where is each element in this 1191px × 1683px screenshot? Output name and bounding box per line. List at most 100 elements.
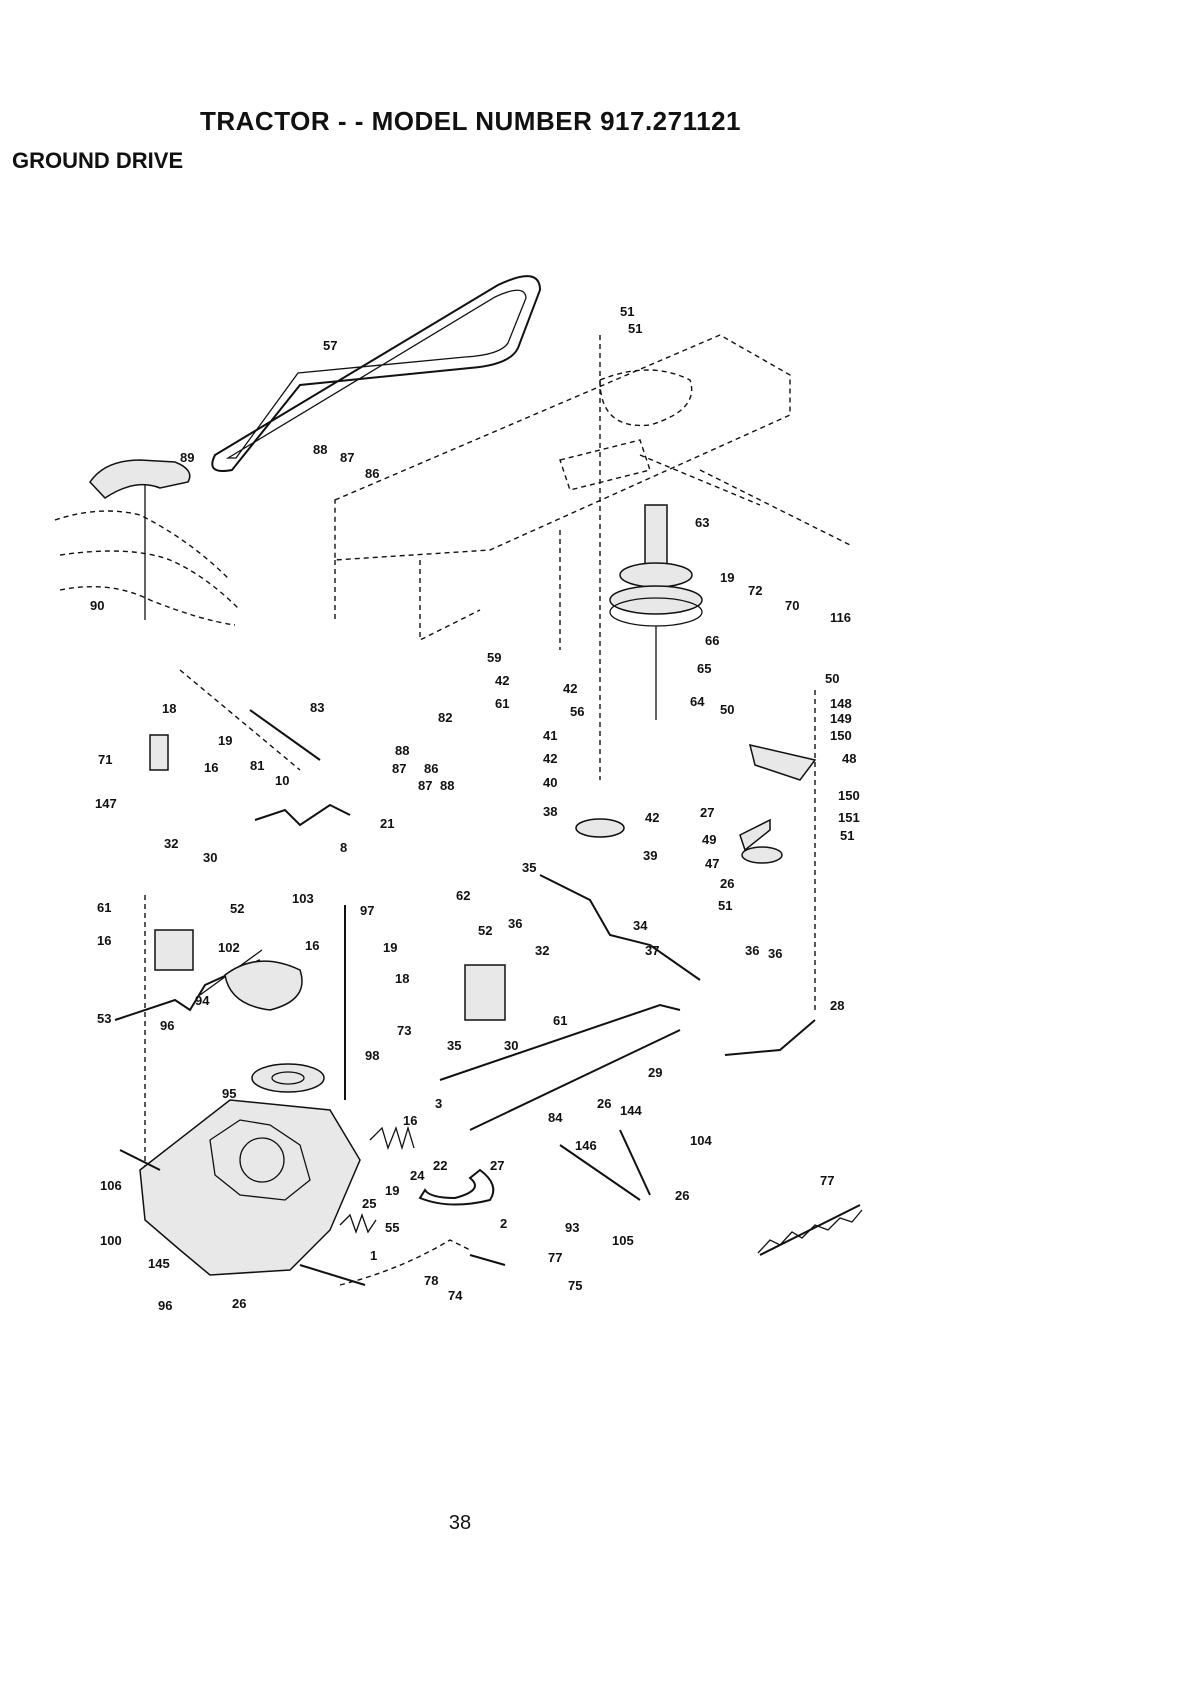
callout-1: 26 bbox=[232, 1296, 246, 1311]
callout-30b: 35 bbox=[447, 1038, 461, 1053]
callout-97: 97 bbox=[360, 903, 374, 918]
callout-94: 94 bbox=[195, 993, 210, 1008]
callout-87b: 87 bbox=[392, 761, 406, 776]
callout-72: 72 bbox=[748, 583, 762, 598]
callout-2: 55 bbox=[385, 1220, 399, 1235]
callout-86: 86 bbox=[365, 466, 379, 481]
callout-36b: 36 bbox=[745, 943, 759, 958]
callout-56: 56 bbox=[570, 704, 584, 719]
callout-55: 77 bbox=[820, 1173, 834, 1188]
callout-30: 30 bbox=[203, 850, 217, 865]
callout-75: 74 bbox=[448, 1288, 463, 1303]
callout-78: 77 bbox=[548, 1250, 562, 1265]
callout-51: 51 bbox=[620, 304, 634, 319]
callout-82: 82 bbox=[438, 710, 452, 725]
callout-150: 150 bbox=[830, 728, 852, 743]
callout-8: 8 bbox=[340, 840, 347, 855]
callout-19d: 24 bbox=[410, 1168, 425, 1183]
callout-95: 96 bbox=[160, 1018, 174, 1033]
misc-links bbox=[339, 1129, 651, 1286]
pulleys bbox=[149, 734, 817, 1093]
callout-84: 144 bbox=[620, 1103, 642, 1118]
callout-42d: 42 bbox=[645, 810, 659, 825]
callout-98: 98 bbox=[365, 1048, 379, 1063]
callout-77: 106 bbox=[100, 1178, 122, 1193]
callout-51d: 51 bbox=[718, 898, 732, 913]
callout-86b: 86 bbox=[424, 761, 438, 776]
callout-50: 50 bbox=[825, 671, 839, 686]
callout-144: 26 bbox=[597, 1096, 611, 1111]
callout-104: 146 bbox=[575, 1138, 597, 1153]
callout-26: 26 bbox=[720, 876, 734, 891]
callout-148: 148 bbox=[830, 696, 852, 711]
callout-19: 19 bbox=[720, 570, 734, 585]
callout-49: 49 bbox=[702, 832, 716, 847]
callout-18b: 18 bbox=[395, 971, 409, 986]
callout-77b: 1 bbox=[370, 1248, 377, 1263]
callout-87c: 87 bbox=[418, 778, 432, 793]
callout-146: 16 bbox=[403, 1113, 417, 1128]
callout-83: 83 bbox=[310, 700, 324, 715]
callout-76: 75 bbox=[568, 1278, 582, 1293]
callout-147: 147 bbox=[95, 796, 117, 811]
callout-39: 39 bbox=[643, 848, 657, 863]
callout-51b: 51 bbox=[628, 321, 642, 336]
callout-3: 95 bbox=[222, 1086, 236, 1101]
callout-10: 10 bbox=[275, 773, 289, 788]
callout-28: 61 bbox=[553, 1013, 567, 1028]
callout-32: 32 bbox=[164, 836, 178, 851]
callout-32b: 32 bbox=[535, 943, 549, 958]
callout-16c: 16 bbox=[305, 938, 319, 953]
callout-26c: 25 bbox=[362, 1196, 376, 1211]
callout-103: 103 bbox=[292, 891, 314, 906]
callout-151: 151 bbox=[838, 810, 860, 825]
callout-145: 100 bbox=[100, 1233, 122, 1248]
callout-70: 70 bbox=[785, 598, 799, 613]
callout-22: 27 bbox=[490, 1158, 504, 1173]
page-title: TRACTOR - - MODEL NUMBER 917.271121 bbox=[200, 106, 742, 136]
callout-21: 21 bbox=[380, 816, 394, 831]
callout-90: 90 bbox=[90, 598, 104, 613]
callout-labels: 57 51 51 89 88 87 86 63 19 72 70 116 90 … bbox=[90, 304, 860, 1313]
callout-26d: 96 bbox=[158, 1298, 172, 1313]
callout-50b: 50 bbox=[720, 702, 734, 717]
callout-106: 26 bbox=[675, 1188, 689, 1203]
callout-16: 16 bbox=[204, 760, 218, 775]
callout-16b: 16 bbox=[97, 933, 111, 948]
callout-61: 61 bbox=[495, 696, 509, 711]
linkage-rods bbox=[114, 709, 816, 1131]
alignment-lines bbox=[144, 335, 816, 1200]
section-title: GROUND DRIVE bbox=[12, 148, 184, 173]
callout-87: 87 bbox=[340, 450, 354, 465]
callout-64: 64 bbox=[690, 694, 705, 709]
callout-47: 47 bbox=[705, 856, 719, 871]
callout-59: 59 bbox=[487, 650, 501, 665]
callout-42c: 42 bbox=[543, 751, 557, 766]
callout-81: 81 bbox=[250, 758, 264, 773]
callout-71: 71 bbox=[98, 752, 112, 767]
callout-96: 53 bbox=[97, 1011, 111, 1026]
callout-96b: 145 bbox=[148, 1256, 170, 1271]
callout-93: 2 bbox=[500, 1216, 507, 1231]
callout-35: 35 bbox=[522, 860, 536, 875]
callout-27: 27 bbox=[700, 805, 714, 820]
callout-35b: 36 bbox=[768, 946, 782, 961]
callout-41: 41 bbox=[543, 728, 557, 743]
callout-25: 19 bbox=[385, 1183, 399, 1198]
callout-19c: 19 bbox=[383, 940, 397, 955]
callout-37: 37 bbox=[645, 943, 659, 958]
callout-88b: 88 bbox=[395, 743, 409, 758]
callout-100: 105 bbox=[612, 1233, 634, 1248]
callout-61b: 61 bbox=[97, 900, 111, 915]
callout-88c: 88 bbox=[440, 778, 454, 793]
callout-74: 78 bbox=[424, 1273, 438, 1288]
page-number: 38 bbox=[448, 1512, 472, 1534]
callout-52: 52 bbox=[230, 901, 244, 916]
callout-63: 63 bbox=[695, 515, 709, 530]
fender-panel bbox=[54, 459, 241, 626]
springs-and-hose bbox=[339, 1125, 863, 1256]
tractor-frame bbox=[334, 334, 851, 642]
callout-88: 88 bbox=[313, 442, 327, 457]
callout-34: 34 bbox=[633, 918, 648, 933]
